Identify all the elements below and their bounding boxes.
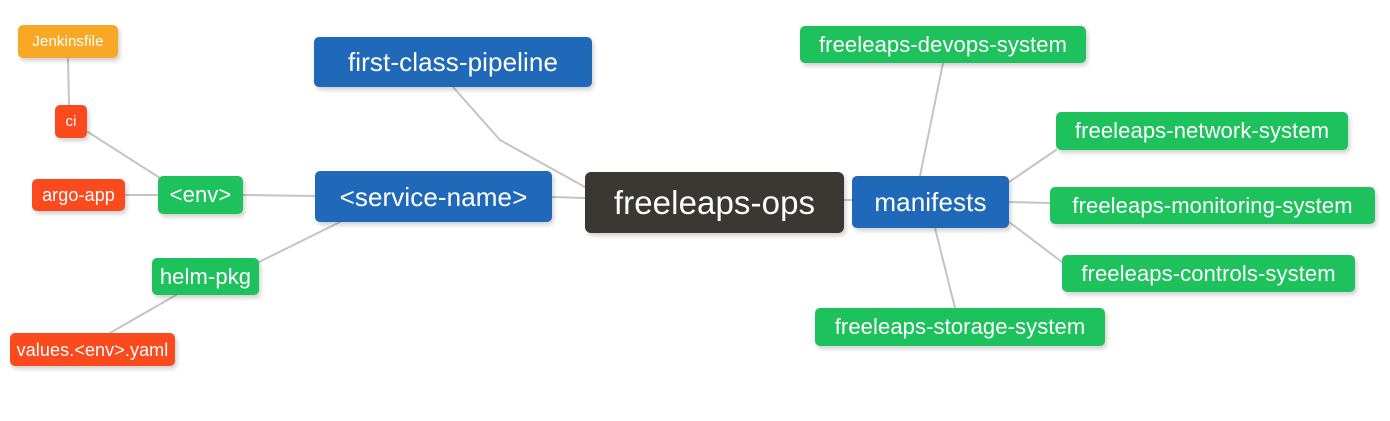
node-freeleaps-devops-system[interactable]: freeleaps-devops-system <box>800 26 1086 63</box>
edge-freeleaps-ops-to-service-name <box>551 196 586 199</box>
edge-manifests-to-freeleaps-network-system <box>1008 149 1057 183</box>
node-freeleaps-storage-system[interactable]: freeleaps-storage-system <box>815 308 1105 346</box>
node-freeleaps-ops[interactable]: freeleaps-ops <box>585 172 844 233</box>
node-jenkinsfile[interactable]: Jenkinsfile <box>18 25 118 58</box>
edge-service-name-to-env <box>242 194 316 197</box>
node-freeleaps-network-system[interactable]: freeleaps-network-system <box>1056 112 1348 150</box>
node-manifests[interactable]: manifests <box>852 176 1009 228</box>
node-first-class-pipeline[interactable]: first-class-pipeline <box>314 37 592 87</box>
edge-env-to-ci <box>87 131 161 179</box>
edge-helm-pkg-to-values-env-yaml <box>109 294 177 334</box>
node-values-env-yaml[interactable]: values.<env>.yaml <box>10 333 175 366</box>
node-freeleaps-controls-system[interactable]: freeleaps-controls-system <box>1062 255 1355 292</box>
edge-manifests-to-freeleaps-devops-system <box>919 62 944 177</box>
node-ci[interactable]: ci <box>55 105 87 138</box>
edge-ci-to-jenkinsfile <box>67 57 70 106</box>
edge-manifests-to-freeleaps-storage-system <box>934 227 956 309</box>
node-helm-pkg[interactable]: helm-pkg <box>152 258 259 295</box>
edge-service-name-to-helm-pkg <box>258 221 341 263</box>
edge-manifests-to-freeleaps-controls-system <box>1008 221 1063 263</box>
node-argo-app[interactable]: argo-app <box>32 179 125 211</box>
node-env[interactable]: <env> <box>158 176 243 214</box>
edge-manifests-to-freeleaps-monitoring-system <box>1008 201 1051 204</box>
node-freeleaps-monitoring-system[interactable]: freeleaps-monitoring-system <box>1050 187 1375 224</box>
node-service-name[interactable]: <service-name> <box>315 171 552 222</box>
